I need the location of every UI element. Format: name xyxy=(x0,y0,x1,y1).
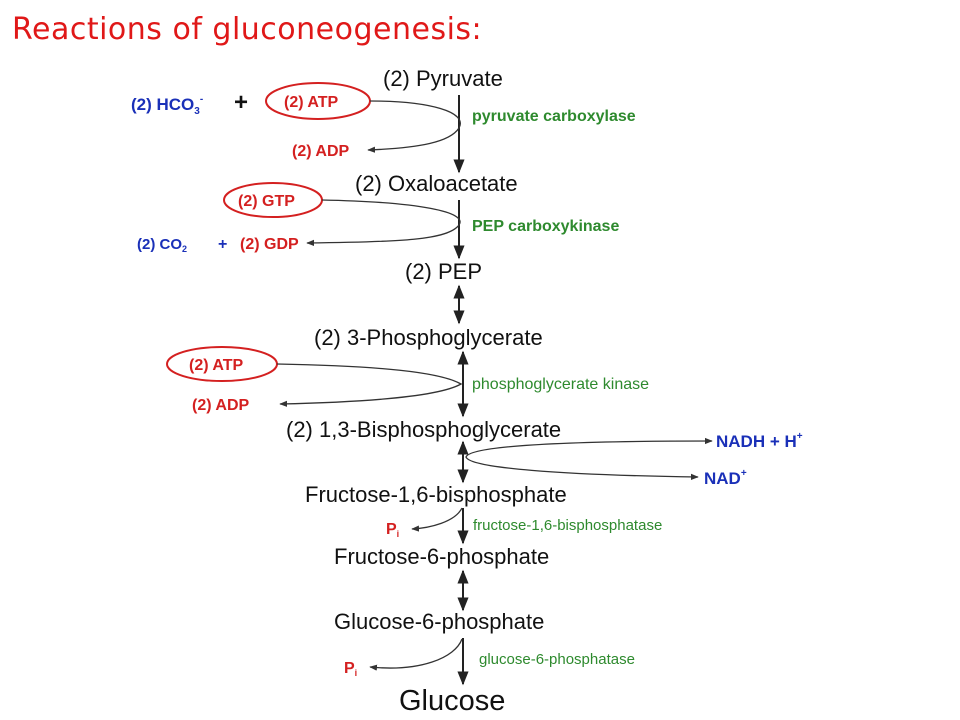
enzyme-fructose-1-6-bisphosphatase: fructose-1,6-bisphosphatase xyxy=(473,517,662,534)
cofactor-gdp: (2) GDP xyxy=(240,236,299,253)
cofactor-pi-1: Pi xyxy=(386,521,399,539)
cofactor-pi-2: Pi xyxy=(344,660,357,678)
page-title: Reactions of gluconeogenesis: xyxy=(12,12,483,47)
metabolite-glucose-6-phosphate: Glucose-6-phosphate xyxy=(334,609,544,634)
cofactor-atp-2: (2) ATP xyxy=(189,357,244,374)
metabolite-fructose-1-6-bisphosphate: Fructose-1,6-bisphosphate xyxy=(305,482,567,507)
arrow-pi-release-2 xyxy=(369,638,463,671)
arrow-gtp-to-gdp xyxy=(306,199,461,247)
metabolite-3-phosphoglycerate: (2) 3-Phosphoglycerate xyxy=(314,325,543,350)
metabolite-glucose: Glucose xyxy=(399,685,505,717)
cofactor-co2: (2) CO2 xyxy=(137,236,187,254)
metabolite-pep: (2) PEP xyxy=(405,259,482,284)
cofactor-nadh: NADH + H+ xyxy=(716,431,803,451)
enzyme-pep-carboxykinase: PEP carboxykinase xyxy=(472,218,619,235)
plus-sign: + xyxy=(234,89,248,116)
cofactor-adp-1: (2) ADP xyxy=(292,143,350,160)
cofactor-nad: NAD+ xyxy=(704,468,747,488)
cofactor-hco3: (2) HCO3- xyxy=(131,94,203,117)
plus-sign-2: + xyxy=(218,236,227,253)
cofactor-gtp: (2) GTP xyxy=(238,193,295,210)
metabolite-1-3-bisphosphoglycerate: (2) 1,3-Bisphosphoglycerate xyxy=(286,417,561,442)
arrow-pi-release-1 xyxy=(411,507,463,532)
arrow-atp-to-adp-2 xyxy=(276,363,463,407)
arrow-atp-to-adp-1 xyxy=(367,100,461,153)
enzyme-pyruvate-carboxylase: pyruvate carboxylase xyxy=(472,108,636,125)
enzyme-glucose-6-phosphatase: glucose-6-phosphatase xyxy=(479,651,635,668)
metabolite-pyruvate: (2) Pyruvate xyxy=(383,66,503,91)
cofactor-adp-2: (2) ADP xyxy=(192,397,250,414)
enzyme-phosphoglycerate-kinase: phosphoglycerate kinase xyxy=(472,376,649,393)
arrow-nadh-to-nad xyxy=(465,437,713,481)
metabolite-fructose-6-phosphate: Fructose-6-phosphate xyxy=(334,544,549,569)
cofactor-atp-1: (2) ATP xyxy=(284,94,339,111)
metabolite-oxaloacetate: (2) Oxaloacetate xyxy=(355,171,518,196)
